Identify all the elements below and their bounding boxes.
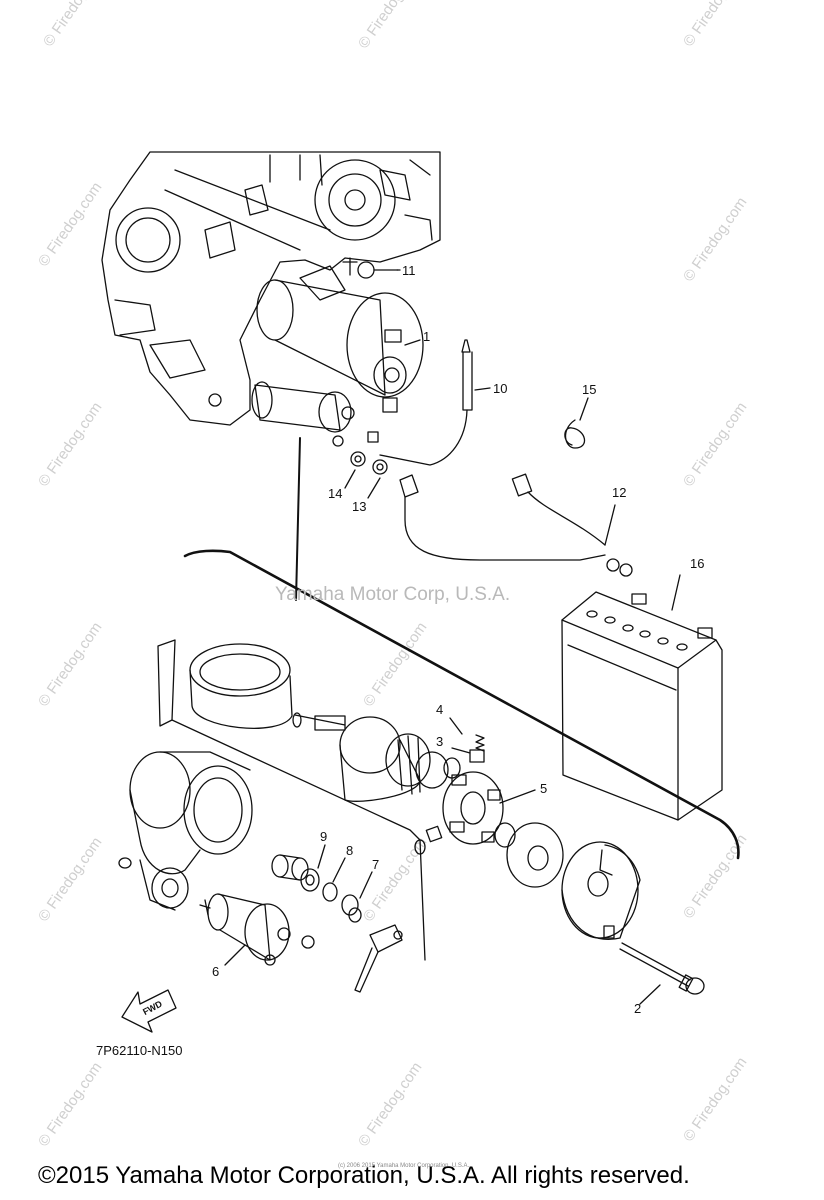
callout-2: 2 bbox=[634, 1001, 641, 1016]
callout-15: 15 bbox=[582, 382, 596, 397]
washer-large bbox=[506, 822, 564, 888]
tiny-copyright-note: (c) 2006 2015 Yamaha Motor Corporation, … bbox=[338, 1163, 470, 1169]
callout-8: 8 bbox=[346, 843, 353, 858]
bearing-small bbox=[494, 822, 516, 848]
callout-7: 7 bbox=[372, 857, 379, 872]
yoke bbox=[157, 639, 426, 961]
brush-holder-5 bbox=[442, 771, 504, 845]
spring-4 bbox=[475, 734, 485, 752]
battery-16 bbox=[561, 591, 723, 821]
nut-13 bbox=[372, 459, 388, 475]
drive-lever bbox=[354, 924, 403, 993]
through-bolt-2 bbox=[619, 942, 705, 995]
callout-6: 6 bbox=[212, 964, 219, 979]
washer-7 bbox=[341, 894, 362, 923]
callout-16: 16 bbox=[690, 556, 704, 571]
brush-3 bbox=[469, 749, 485, 763]
callout-5: 5 bbox=[540, 781, 547, 796]
engine-block bbox=[101, 151, 441, 426]
callout-10: 10 bbox=[493, 381, 507, 396]
starter-motor-assembled bbox=[251, 265, 424, 447]
fwd-arrow-icon bbox=[121, 989, 177, 1033]
lead-wire-10 bbox=[367, 339, 473, 466]
callout-13: 13 bbox=[352, 499, 366, 514]
callout-4: 4 bbox=[436, 702, 443, 717]
nut-14 bbox=[350, 451, 366, 467]
magnetic-switch-6 bbox=[199, 893, 315, 966]
connector-line bbox=[295, 437, 301, 601]
callout-11: 11 bbox=[402, 263, 416, 278]
armature bbox=[292, 712, 461, 802]
callout-14: 14 bbox=[328, 486, 342, 501]
diagram-code: 7P62110-N150 bbox=[96, 1043, 183, 1058]
callout-9: 9 bbox=[320, 829, 327, 844]
callout-3: 3 bbox=[436, 734, 443, 749]
front-bracket bbox=[118, 751, 253, 911]
copyright-footer: ©2015 Yamaha Motor Corporation, U.S.A. A… bbox=[38, 1162, 690, 1189]
callout-1: 1 bbox=[423, 329, 430, 344]
small-washer bbox=[414, 825, 443, 855]
battery-cable-12 bbox=[399, 473, 633, 577]
sleeve bbox=[271, 854, 309, 881]
rear-cover bbox=[561, 841, 641, 940]
washer-9 bbox=[300, 868, 320, 892]
center-watermark: Yamaha Motor Corp, U.S.A. bbox=[275, 584, 511, 605]
callout-12: 12 bbox=[612, 485, 626, 500]
clip-15 bbox=[564, 419, 586, 449]
bolt-11 bbox=[342, 257, 399, 279]
exploded-bracket bbox=[183, 549, 740, 860]
circlip-8 bbox=[322, 882, 338, 902]
